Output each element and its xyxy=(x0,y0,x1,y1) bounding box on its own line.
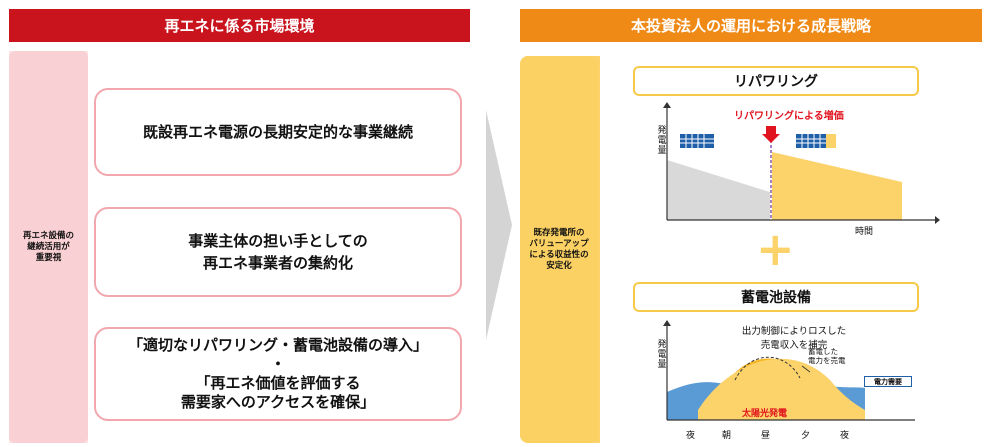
curtailed-curve xyxy=(734,356,801,381)
repowering-y-label: 発電量 xyxy=(657,126,667,156)
x-tick-morning: 朝 xyxy=(722,431,732,441)
post-repowering-area xyxy=(772,152,902,220)
battery-chart xyxy=(663,320,915,421)
x-tick-night: 夜 xyxy=(686,431,696,441)
market-box-text: 「再エネ価値を評価する xyxy=(195,374,361,392)
transition-arrow xyxy=(486,110,512,340)
battery-note-line: 蓄電した xyxy=(808,347,838,356)
right-side-label: 既存発電所の バリューアップ による収益性の 安定化 xyxy=(520,56,598,443)
x-tick-night-2: 夜 xyxy=(840,431,850,441)
battery-note-line: 電力を売電 xyxy=(808,356,846,365)
pre-repowering-area xyxy=(667,160,770,220)
x-tick-evening: 夕 xyxy=(801,431,811,441)
market-box-1: 既設再エネ電源の長期安定的な事業継続 xyxy=(94,88,462,176)
demand-legend-box: 電力需要 xyxy=(864,376,912,387)
repowering-title: リパワリング xyxy=(633,66,919,96)
left-header: 再エネに係る市場環境 xyxy=(9,9,470,42)
right-side-line: による収益性の xyxy=(529,249,589,260)
red-down-arrow xyxy=(762,126,780,143)
market-box-text: 「適切なリパワリング・蓄電池設備の導入」 xyxy=(127,336,428,354)
repowering-chart xyxy=(663,102,940,224)
battery-note: 蓄電した 電力を売電 xyxy=(808,347,846,365)
repowering-x-label: 時間 xyxy=(855,227,874,237)
right-side-line: 既存発電所の xyxy=(533,227,585,238)
battery-caption-line: 売電収入を補完 xyxy=(760,340,828,351)
right-side-line: 安定化 xyxy=(546,260,572,271)
market-box-text: 需要家へのアクセスを確保」 xyxy=(180,393,376,411)
left-side-line: 再エネ設備の xyxy=(22,230,74,241)
left-side-line: 重要視 xyxy=(35,252,62,263)
right-side-line: バリューアップ xyxy=(529,238,589,249)
x-tick-noon: 昼 xyxy=(761,431,771,441)
market-box-2: 事業主体の担い手としての 再エネ事業者の集約化 xyxy=(94,207,462,297)
left-side-line: 継続活用が xyxy=(27,241,70,252)
market-box-text: 既設再エネ電源の長期安定的な事業継続 xyxy=(142,123,413,141)
plus-sign: + xyxy=(756,222,795,276)
battery-caption-line: 出力制御によりロスした xyxy=(741,326,847,337)
market-box-text: 事業主体の担い手としての xyxy=(188,232,368,250)
solar-panel-icon xyxy=(680,134,714,148)
new-solar-panel-icon xyxy=(796,134,836,148)
right-header: 本投資法人の運用における成長戦略 xyxy=(520,9,982,42)
solar-label: 太陽光発電 xyxy=(742,409,788,419)
battery-title: 蓄電池設備 xyxy=(633,282,919,312)
battery-y-label: 発電量 xyxy=(657,340,667,370)
left-side-label: 再エネ設備の 継続活用が 重要視 xyxy=(9,51,88,443)
solar-output-area xyxy=(698,358,865,420)
market-box-text: ・ xyxy=(270,355,286,373)
battery-caption: 出力制御によりロスした 売電収入を補完 xyxy=(734,323,854,351)
repowering-annotation: リパワリングによる増価 xyxy=(734,111,844,122)
market-box-3: 「適切なリパワリング・蓄電池設備の導入」 ・ 「再エネ価値を評価する 需要家への… xyxy=(94,327,462,421)
market-box-text: 再エネ事業者の集約化 xyxy=(202,254,353,272)
